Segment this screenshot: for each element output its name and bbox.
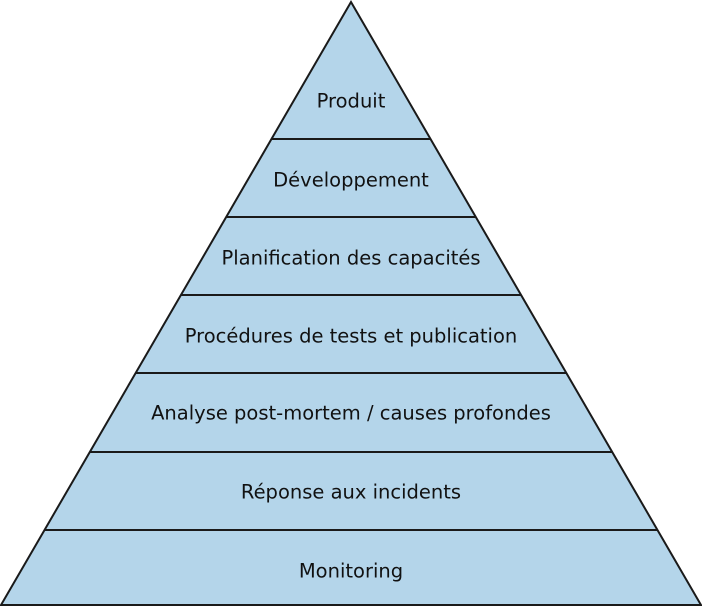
level-labels: Produit Développement Planification des … <box>151 90 551 583</box>
level-label-planification: Planification des capacités <box>221 247 480 270</box>
level-label-produit: Produit <box>317 90 386 113</box>
level-label-reponse-incidents: Réponse aux incidents <box>241 481 461 504</box>
level-label-post-mortem: Analyse post-mortem / causes profondes <box>151 402 551 425</box>
level-label-monitoring: Monitoring <box>299 560 403 583</box>
level-dividers <box>44 138 658 531</box>
level-label-tests-publication: Procédures de tests et publication <box>185 325 518 348</box>
level-label-developpement: Développement <box>273 169 429 192</box>
